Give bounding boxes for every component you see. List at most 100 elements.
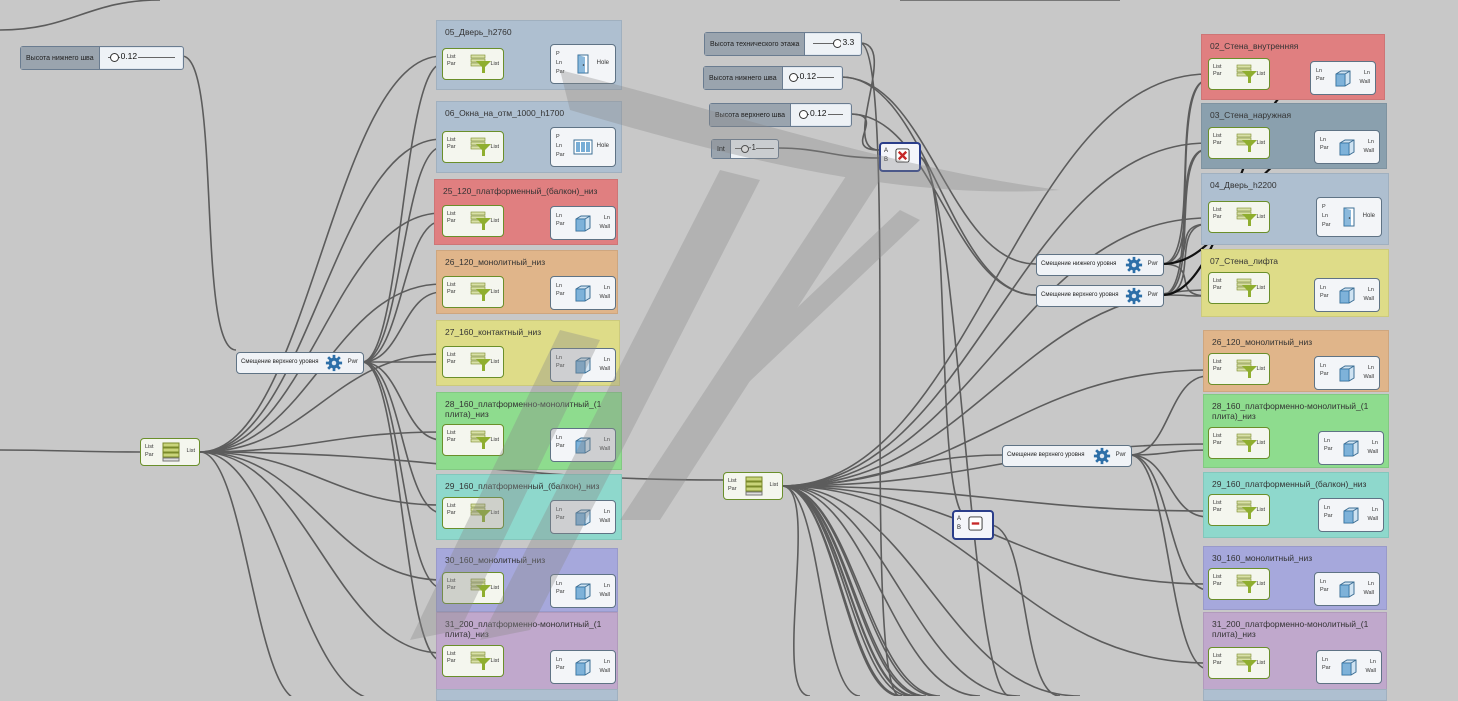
wire <box>781 485 811 696</box>
offset-upper-left[interactable]: Смещение верхнего уровня Pwr <box>236 352 364 374</box>
port-label: Hole <box>1362 213 1375 219</box>
port-label: List <box>490 437 499 443</box>
int-slider[interactable]: Int -1 <box>711 139 779 159</box>
port-label: List <box>490 658 499 664</box>
filter-list-icon <box>1236 278 1257 297</box>
wire <box>840 76 1037 265</box>
offset-upper-right-b[interactable]: Смещение верхнего уровня Pwr <box>1002 445 1132 467</box>
slider-track[interactable]: 3.3 <box>805 33 861 55</box>
wire <box>199 353 443 453</box>
port-label: List <box>490 144 499 150</box>
wire <box>199 431 443 453</box>
slider-track[interactable]: -1 <box>731 140 778 158</box>
offset-label: Смещение верхнего уровня <box>1007 452 1085 458</box>
offset-upper-right-a[interactable]: Смещение верхнего уровня Pwr <box>1036 285 1164 307</box>
group-title: 02_Стена_внутренняя <box>1210 41 1299 51</box>
wall-icon <box>1343 507 1359 524</box>
slider-track[interactable]: 0.12 <box>100 47 183 69</box>
wire <box>199 138 443 453</box>
wire <box>199 451 443 581</box>
wire <box>781 443 1209 487</box>
group-title: 28_160_платформенно-монолитный_(1 плита)… <box>1212 401 1369 421</box>
wire <box>989 524 1061 696</box>
slider-upper-step[interactable]: Высота верхнего шва 0.12 <box>709 103 852 127</box>
filter-list-icon <box>470 503 491 522</box>
wire <box>840 76 1037 296</box>
wire <box>1161 79 1209 296</box>
wire <box>1129 375 1209 456</box>
wire <box>1129 454 1209 591</box>
slider-lower-step-left[interactable]: Высота нижнего шва 0.12 <box>20 46 184 70</box>
slider-tech-floor[interactable]: Высота технического этажа 3.3 <box>704 32 862 56</box>
slider-track[interactable]: 0.12 <box>783 67 842 89</box>
multiply-icon <box>895 148 910 163</box>
slider-label: Высота технического этажа <box>705 33 806 55</box>
slider-value: 0.12 <box>808 108 828 118</box>
wall-icon <box>1339 581 1355 598</box>
port-label: List <box>490 218 499 224</box>
slider-track[interactable]: 0.12 <box>791 104 851 126</box>
filter-list-icon <box>470 211 491 230</box>
wire <box>361 146 443 363</box>
wire <box>0 0 161 31</box>
slider-value: 0.12 <box>798 71 818 81</box>
slider-lower-step-mid[interactable]: Высота нижнего шва 0.12 <box>703 66 843 90</box>
port-label: List <box>490 585 499 591</box>
wire <box>199 451 366 696</box>
port-label: List <box>1256 581 1265 587</box>
wire <box>199 451 443 654</box>
offset-lower-right[interactable]: Смещение нижнего уровня Pwr <box>1036 254 1164 276</box>
port-label: List <box>1256 214 1265 220</box>
